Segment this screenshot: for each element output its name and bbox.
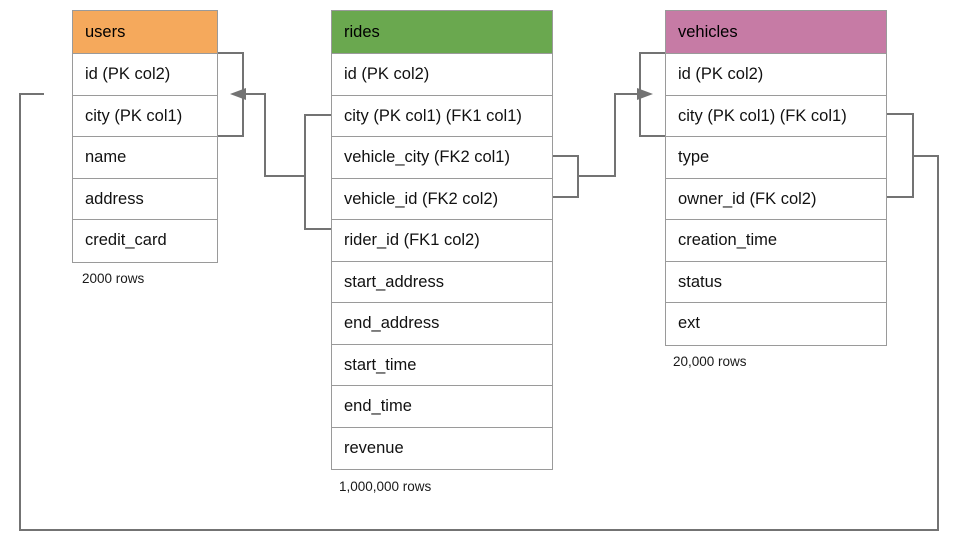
edge-rides-fk2-to-vehicles: [552, 52, 666, 198]
table-users-header: users: [73, 11, 217, 54]
table-rides-column-vehicle-id[interactable]: vehicle_id (FK2 col2): [332, 179, 552, 220]
table-rides-column-end-time[interactable]: end_time: [332, 386, 552, 428]
table-rides[interactable]: rides id (PK col2) city (PK col1) (FK1 c…: [331, 10, 553, 470]
table-users-column-address[interactable]: address: [73, 179, 217, 220]
table-vehicles-column-owner-id[interactable]: owner_id (FK col2): [666, 179, 886, 220]
table-rides-column-start-time[interactable]: start_time: [332, 345, 552, 386]
table-vehicles-column-city[interactable]: city (PK col1) (FK col1): [666, 96, 886, 137]
table-vehicles-column-status[interactable]: status: [666, 262, 886, 303]
table-vehicles-column-ext[interactable]: ext: [678, 314, 701, 332]
arrowhead-right: [637, 88, 653, 100]
table-rides-column-city[interactable]: city (PK col1) (FK1 col1): [332, 96, 552, 137]
table-rides-column-vehicle-city[interactable]: vehicle_city (FK2 col1): [332, 137, 552, 179]
table-vehicles-column-creation-time[interactable]: creation_time: [666, 220, 886, 262]
table-vehicles-row-count: 20,000 rows: [673, 354, 747, 369]
table-vehicles-column-id[interactable]: id (PK col2): [666, 54, 886, 96]
table-users-column-city[interactable]: city (PK col1): [73, 96, 217, 137]
table-rides-column-revenue[interactable]: revenue: [344, 438, 404, 457]
table-rides-row-count: 1,000,000 rows: [339, 479, 432, 494]
table-rides-header: rides: [332, 11, 552, 54]
table-rides-column-rider-id[interactable]: rider_id (FK1 col2): [332, 220, 552, 262]
table-vehicles[interactable]: vehicles id (PK col2) city (PK col1) (FK…: [665, 10, 887, 346]
table-users[interactable]: users id (PK col2) city (PK col1) name a…: [72, 10, 218, 263]
table-users-column-credit-card[interactable]: credit_card: [85, 231, 167, 249]
table-rides-column-end-address[interactable]: end_address: [332, 303, 552, 345]
table-rides-column-start-address[interactable]: start_address: [332, 262, 552, 303]
table-users-row-count: 2000 rows: [82, 271, 145, 286]
table-users-column-id[interactable]: id (PK col2): [73, 54, 217, 96]
table-vehicles-column-type[interactable]: type: [666, 137, 886, 179]
edge-rides-fk1-to-users: [217, 52, 332, 230]
arrowhead-left: [230, 88, 246, 100]
table-vehicles-header: vehicles: [666, 11, 886, 54]
table-users-column-name[interactable]: name: [73, 137, 217, 179]
table-rides-column-id[interactable]: id (PK col2): [332, 54, 552, 96]
